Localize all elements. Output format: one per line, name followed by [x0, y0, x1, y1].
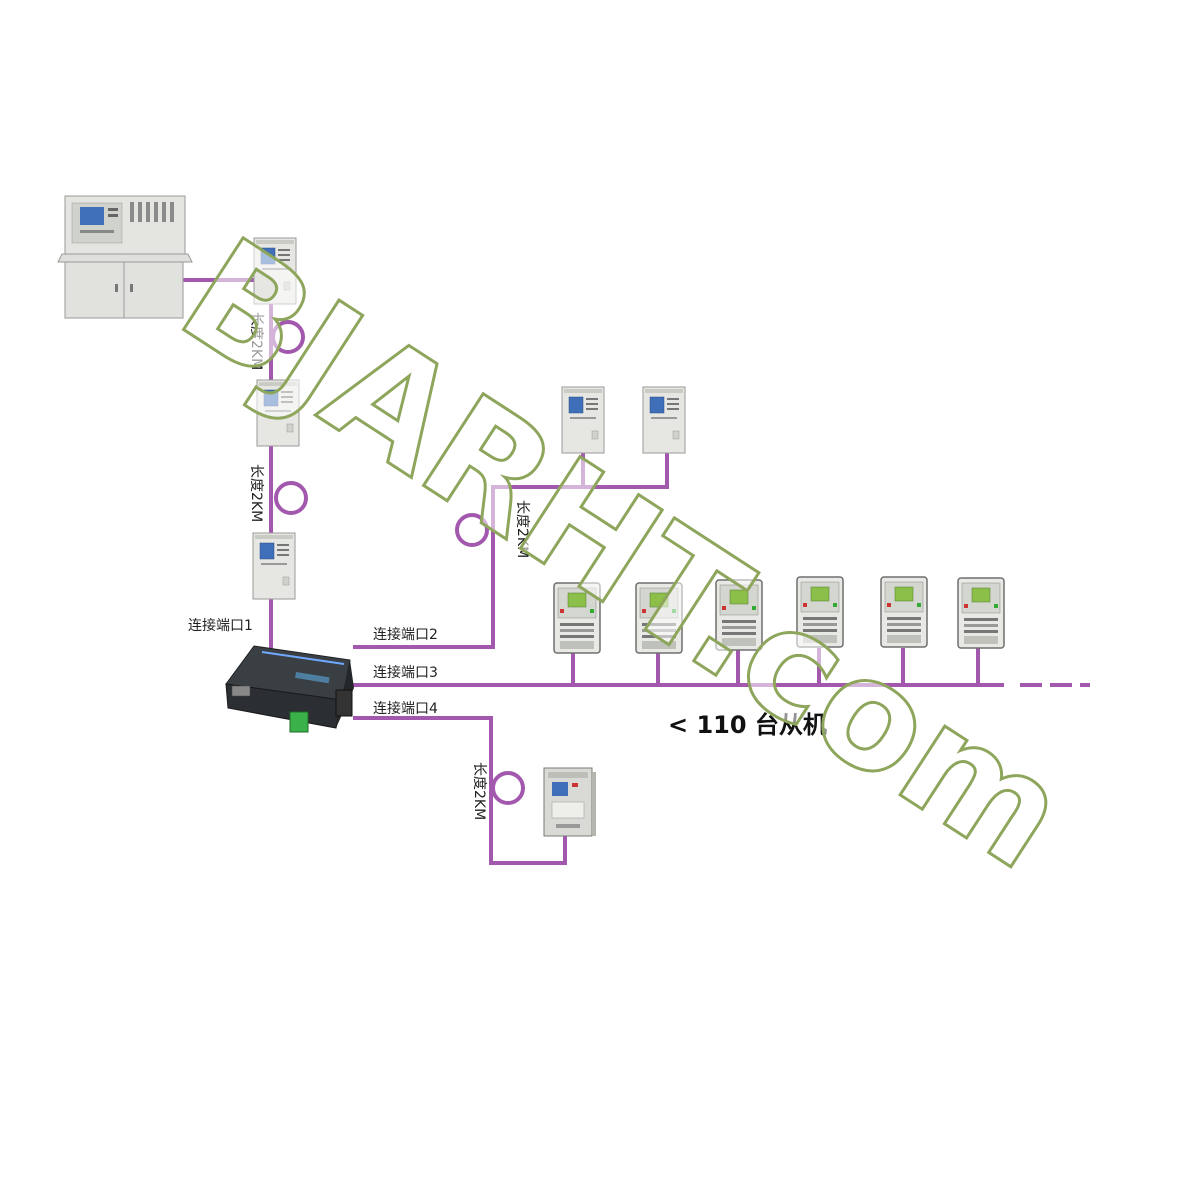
wall-controller-icon	[543, 767, 596, 837]
wire-port2	[353, 485, 669, 649]
length-label: 长度2KM	[248, 464, 264, 522]
length-label: 长度2KM	[471, 762, 487, 820]
serial-converter-icon	[225, 645, 354, 733]
port-label-1: 连接端口1	[188, 617, 253, 634]
cable-coil-icon	[491, 771, 525, 805]
length-label: 长度2KM	[248, 312, 264, 370]
wall-controller-icon	[252, 532, 296, 600]
cable-coil-icon	[455, 513, 489, 547]
length-label: 长度2KM	[514, 500, 530, 558]
port-label-2: 连接端口2	[373, 626, 438, 643]
wire-port4	[353, 716, 567, 865]
cable-coil-icon	[274, 481, 308, 515]
wall-controller-icon	[642, 386, 686, 454]
slave-count-note: < 110 台从机	[668, 711, 827, 739]
control-console-icon	[57, 195, 193, 319]
port-label-3: 连接端口3	[373, 664, 438, 681]
port-label-4: 连接端口4	[373, 700, 438, 717]
cable-coil-icon	[271, 320, 305, 354]
gas-detector-icon	[957, 577, 1005, 649]
wires	[182, 278, 1090, 865]
